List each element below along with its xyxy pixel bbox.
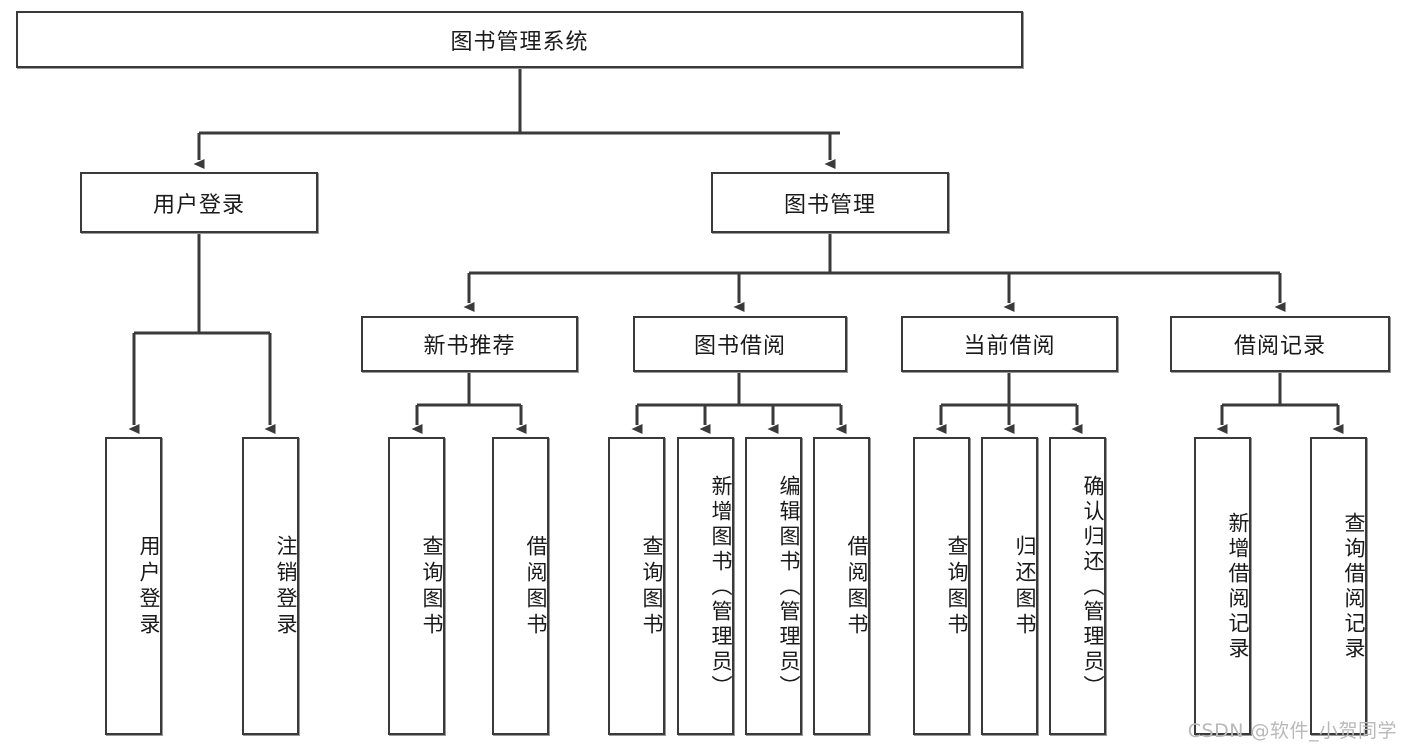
- node-book-manage-label: 图书管理: [783, 192, 876, 218]
- node-book-borrow-label: 图书借阅: [693, 334, 786, 359]
- node-leaf-edit-book[interactable]: 编辑图书（管理员）: [745, 437, 802, 735]
- node-leaf-borrow-book-2-label: 借阅图书: [845, 535, 869, 639]
- node-leaf-query-book-3[interactable]: 查询图书: [913, 437, 970, 735]
- node-new-book-recommend[interactable]: 新书推荐: [361, 316, 578, 372]
- node-leaf-add-book-label: 新增图书（管理员）: [709, 474, 733, 700]
- node-borrow-record-label: 借阅记录: [1233, 334, 1326, 359]
- node-book-borrow[interactable]: 图书借阅: [633, 316, 847, 372]
- node-leaf-borrow-book-2[interactable]: 借阅图书: [813, 437, 870, 735]
- node-leaf-borrow-book-1-label: 借阅图书: [524, 535, 548, 639]
- node-leaf-query-book-3-label: 查询图书: [945, 535, 969, 639]
- node-leaf-add-book[interactable]: 新增图书（管理员）: [677, 437, 734, 735]
- node-borrow-record[interactable]: 借阅记录: [1170, 316, 1390, 372]
- node-leaf-query-book-2-label: 查询图书: [640, 535, 664, 639]
- node-new-book-recommend-label: 新书推荐: [423, 334, 516, 359]
- node-leaf-query-book-2[interactable]: 查询图书: [608, 437, 665, 735]
- node-leaf-return-book[interactable]: 归还图书: [981, 437, 1038, 735]
- node-leaf-query-record[interactable]: 查询借阅记录: [1310, 437, 1367, 735]
- node-user-login[interactable]: 用户登录: [80, 172, 318, 233]
- node-current-borrow-label: 当前借阅: [963, 334, 1056, 359]
- node-book-manage[interactable]: 图书管理: [711, 172, 949, 233]
- node-leaf-confirm-return[interactable]: 确认归还（管理员）: [1049, 437, 1106, 735]
- node-leaf-edit-book-label: 编辑图书（管理员）: [777, 474, 801, 700]
- node-leaf-user-login-label: 用户登录: [137, 535, 161, 639]
- node-leaf-query-book-1-label: 查询图书: [420, 535, 444, 639]
- node-leaf-query-record-label: 查询借阅记录: [1342, 512, 1366, 662]
- node-root-label: 图书管理系统: [450, 29, 589, 55]
- node-current-borrow[interactable]: 当前借阅: [901, 316, 1118, 372]
- node-leaf-add-record[interactable]: 新增借阅记录: [1194, 437, 1251, 735]
- node-leaf-query-book-1[interactable]: 查询图书: [388, 437, 445, 735]
- node-leaf-logout-login[interactable]: 注销登录: [242, 437, 299, 735]
- node-root[interactable]: 图书管理系统: [16, 11, 1023, 68]
- node-leaf-borrow-book-1[interactable]: 借阅图书: [492, 437, 549, 735]
- node-leaf-logout-login-label: 注销登录: [274, 535, 298, 639]
- node-leaf-add-record-label: 新增借阅记录: [1226, 512, 1250, 662]
- node-leaf-confirm-return-label: 确认归还（管理员）: [1081, 474, 1105, 700]
- node-user-login-label: 用户登录: [152, 192, 245, 218]
- node-leaf-user-login[interactable]: 用户登录: [105, 437, 162, 735]
- node-leaf-return-book-label: 归还图书: [1013, 535, 1037, 639]
